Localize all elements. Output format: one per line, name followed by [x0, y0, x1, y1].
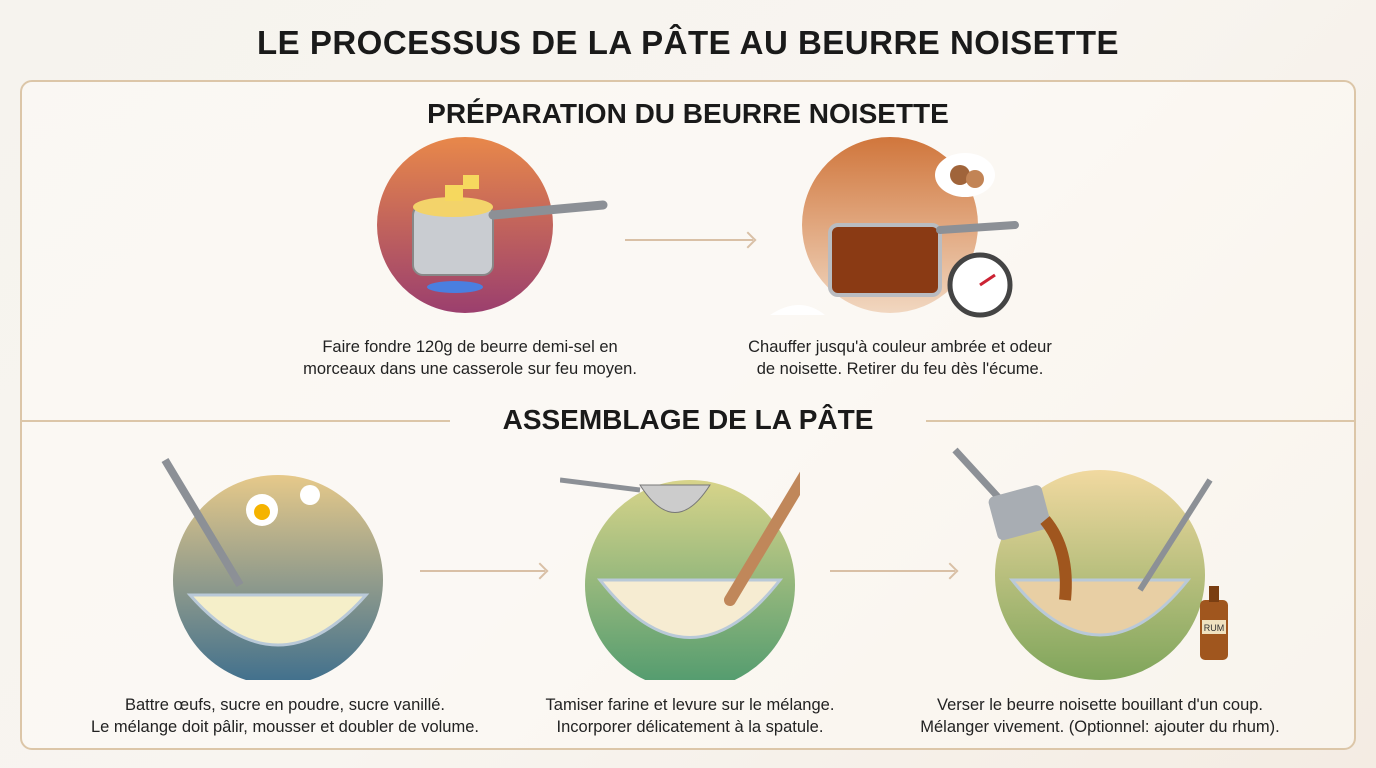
caption-line: Chauffer jusqu'à couleur ambrée et odeur — [748, 338, 1052, 356]
section-heading-dough-assembly: ASSEMBLAGE DE LA PÂTE — [502, 404, 874, 435]
caption-line: Incorporer délicatement à la spatule. — [556, 718, 824, 736]
caption-line: de noisette. Retirer du feu dès l'écume. — [756, 360, 1044, 378]
caption-line: Faire fondre 120g de beurre demi-sel en — [322, 338, 618, 356]
step-caption: Verser le beurre noisette bouillant d'un… — [870, 694, 1330, 738]
sift-flour-spatula-icon — [559, 450, 811, 690]
arrow-right-icon — [420, 570, 545, 572]
caption-line: Le mélange doit pâlir, mousser et double… — [91, 718, 479, 736]
caption-line: Mélanger vivement. (Optionnel: ajouter d… — [920, 718, 1280, 736]
step-caption: Tamiser farine et levure sur le mélange.… — [470, 694, 910, 738]
arrow-right-icon — [625, 239, 753, 241]
butter-saucepan-icon — [375, 135, 608, 315]
step-caption: Chauffer jusqu'à couleur ambrée et odeur… — [680, 336, 1120, 380]
divider — [926, 420, 1354, 422]
step-caption: Battre œufs, sucre en poudre, sucre vani… — [40, 694, 530, 738]
caption-line: Battre œufs, sucre en poudre, sucre vani… — [124, 696, 446, 714]
rum-label: RUM — [1204, 623, 1225, 633]
step-caption: Faire fondre 120g de beurre demi-sel en m… — [250, 336, 690, 380]
browned-butter-timer-icon — [770, 135, 1030, 325]
caption-line: morceaux dans une casserole sur feu moye… — [303, 360, 637, 378]
pour-butter-rum-icon: RUM — [950, 440, 1240, 680]
divider — [22, 420, 450, 422]
page-title: LE PROCESSUS DE LA PÂTE AU BEURRE NOISET… — [257, 24, 1119, 61]
caption-line: Verser le beurre noisette bouillant d'un… — [936, 696, 1264, 714]
section-heading-browned-butter: PRÉPARATION DU BEURRE NOISETTE — [427, 98, 949, 129]
whisk-eggs-sugar-icon — [160, 455, 390, 685]
arrow-right-icon — [830, 570, 955, 572]
caption-line: Tamiser farine et levure sur le mélange. — [545, 696, 835, 714]
